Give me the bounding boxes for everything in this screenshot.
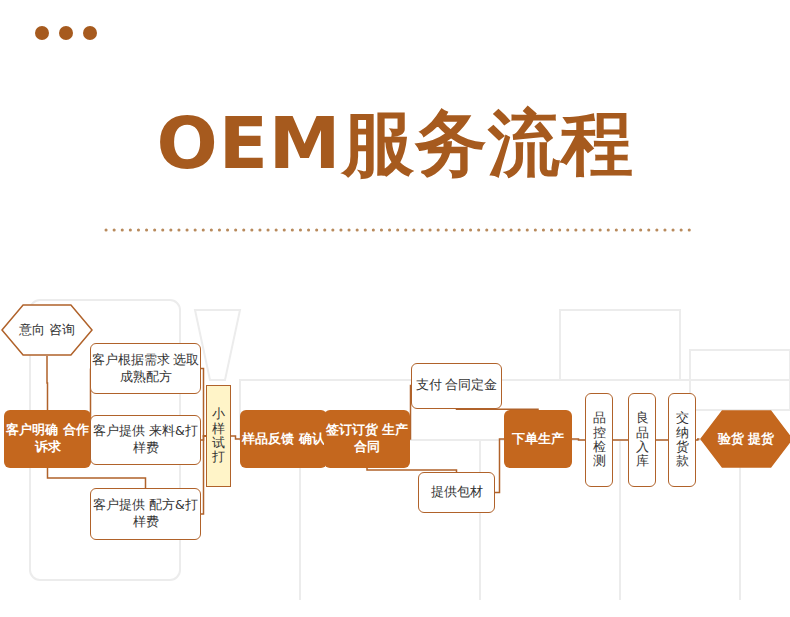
sample-box: 小样试打 (206, 385, 231, 487)
terminal-hexagon: 意向 咨询 (1, 304, 93, 356)
process-box: 下单生产 (504, 410, 572, 468)
node-label: 交纳货款 (676, 411, 689, 468)
node-label: 下单生产 (512, 431, 564, 448)
flow-connector (696, 439, 700, 440)
machine-unit (560, 310, 680, 380)
decor-dot (83, 26, 97, 40)
decor-dot (59, 26, 73, 40)
node-label: 提供包材 (431, 484, 483, 501)
flow-connector (46, 356, 48, 410)
flow-connector (495, 439, 504, 493)
hexagon-shape (701, 411, 790, 467)
option-box: 客户提供 来料&打样费 (90, 415, 201, 465)
decor-dots (35, 26, 97, 40)
flow-connector (231, 436, 240, 439)
node-label: 意向 咨询 (19, 322, 75, 339)
option-box: 品控检测 (585, 393, 613, 487)
node-label: 客户提供 来料&打样费 (91, 423, 200, 457)
node-label: 良品入库 (636, 411, 649, 468)
flow-connector (656, 439, 668, 441)
node-label: 验货 提货 (718, 431, 774, 448)
machine-sketch (30, 300, 790, 600)
node-label: 签订订货 生产合同 (324, 422, 410, 456)
option-box: 良品入库 (628, 393, 656, 487)
process-box: 客户明确 合作诉求 (4, 410, 91, 468)
dotted-rule (106, 229, 690, 232)
option-box: 支付 合同定金 (411, 363, 502, 409)
machine-hopper (195, 310, 240, 380)
node-label: 客户明确 合作诉求 (4, 422, 91, 456)
machine-unit (690, 350, 790, 410)
flow-connector (48, 468, 146, 488)
machine-leg (479, 440, 481, 600)
node-label: 样品反馈 确认 (242, 431, 324, 448)
process-box: 样品反馈 确认 (240, 410, 327, 468)
node-label: 支付 合同定金 (416, 377, 498, 394)
node-label: 小样试打 (212, 407, 225, 464)
flow-connector (613, 439, 628, 441)
decor-dot (35, 26, 49, 40)
node-label: 客户提供 配方&打样费 (91, 497, 200, 531)
machine-leg (619, 440, 621, 600)
option-box: 提供包材 (418, 472, 495, 513)
process-box: 签订订货 生产合同 (324, 410, 410, 468)
hexagon-shape (2, 305, 92, 355)
option-box: 客户根据需求 选取成熟配方 (90, 343, 201, 394)
node-label: 客户根据需求 选取成熟配方 (91, 352, 200, 386)
node-label: 品控检测 (593, 411, 606, 468)
option-box: 客户提供 配方&打样费 (90, 488, 201, 540)
option-box: 交纳货款 (668, 393, 696, 487)
terminal-hexagon: 验货 提货 (700, 410, 790, 468)
flow-connector (572, 439, 585, 440)
page-title: OEM服务流程 (0, 98, 790, 188)
